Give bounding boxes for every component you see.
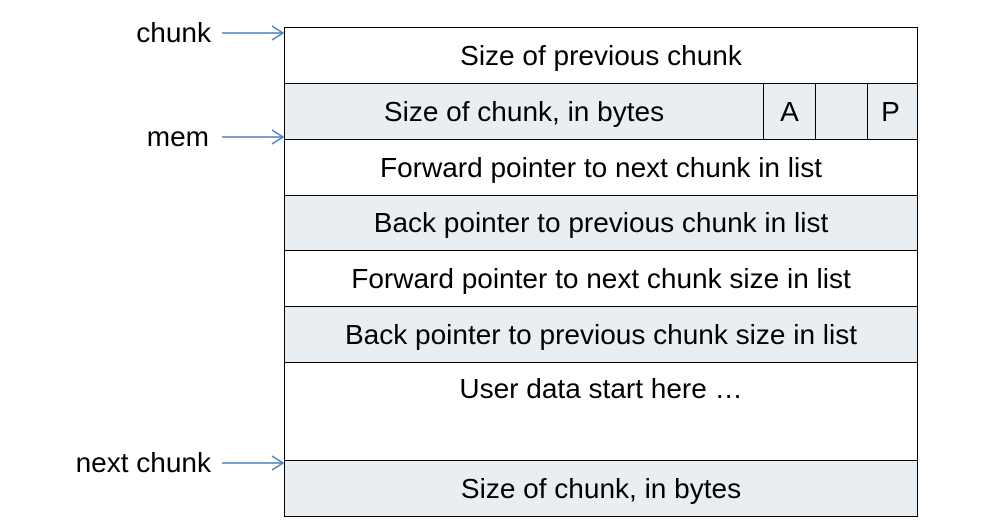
flag-a-text: A xyxy=(780,95,799,127)
next-size-row: Size of chunk, in bytes xyxy=(284,460,918,517)
user-data-row: User data start here … xyxy=(284,362,918,461)
chunk-arrow-icon xyxy=(222,25,285,41)
mem-pointer-label: mem xyxy=(146,121,209,152)
flag-a-cell: A xyxy=(763,84,815,139)
bk-text: Back pointer to previous chunk in list xyxy=(373,207,829,238)
next-chunk-arrow-head xyxy=(271,455,285,471)
mem-arrow-head xyxy=(271,129,285,145)
chunk-arrow-head xyxy=(271,25,285,41)
flag-p-text: P xyxy=(881,95,900,127)
flag-p-cell: P xyxy=(867,84,913,139)
flag-blank-cell xyxy=(815,84,867,139)
prev-size-row: Size of previous chunk xyxy=(284,27,918,84)
fd-nextsize-row: Forward pointer to next chunk size in li… xyxy=(284,250,918,307)
next-size-text: Size of chunk, in bytes xyxy=(460,472,742,504)
bk-nextsize-row: Back pointer to previous chunk size in l… xyxy=(284,306,918,363)
bk-nextsize-text: Back pointer to previous chunk size in l… xyxy=(344,318,858,350)
size-text: Size of chunk, in bytes xyxy=(383,95,665,127)
fd-row: Forward pointer to next chunk in list xyxy=(284,139,918,196)
fd-text: Forward pointer to next chunk in list xyxy=(380,151,822,183)
mem-arrow-icon xyxy=(222,129,285,145)
size-row: Size of chunk, in bytes A P xyxy=(284,83,918,140)
next-chunk-arrow-icon xyxy=(222,455,285,471)
size-cell: Size of chunk, in bytes xyxy=(285,84,763,139)
fd-nextsize-text: Forward pointer to next chunk size in li… xyxy=(351,262,851,294)
bk-row: Back pointer to previous chunk in list xyxy=(284,195,918,251)
next-chunk-pointer-label: next chunk xyxy=(75,447,211,478)
chunk-pointer-label: chunk xyxy=(136,17,211,48)
user-data-text: User data start here … xyxy=(459,373,743,404)
prev-size-text: Size of previous chunk xyxy=(460,39,742,71)
